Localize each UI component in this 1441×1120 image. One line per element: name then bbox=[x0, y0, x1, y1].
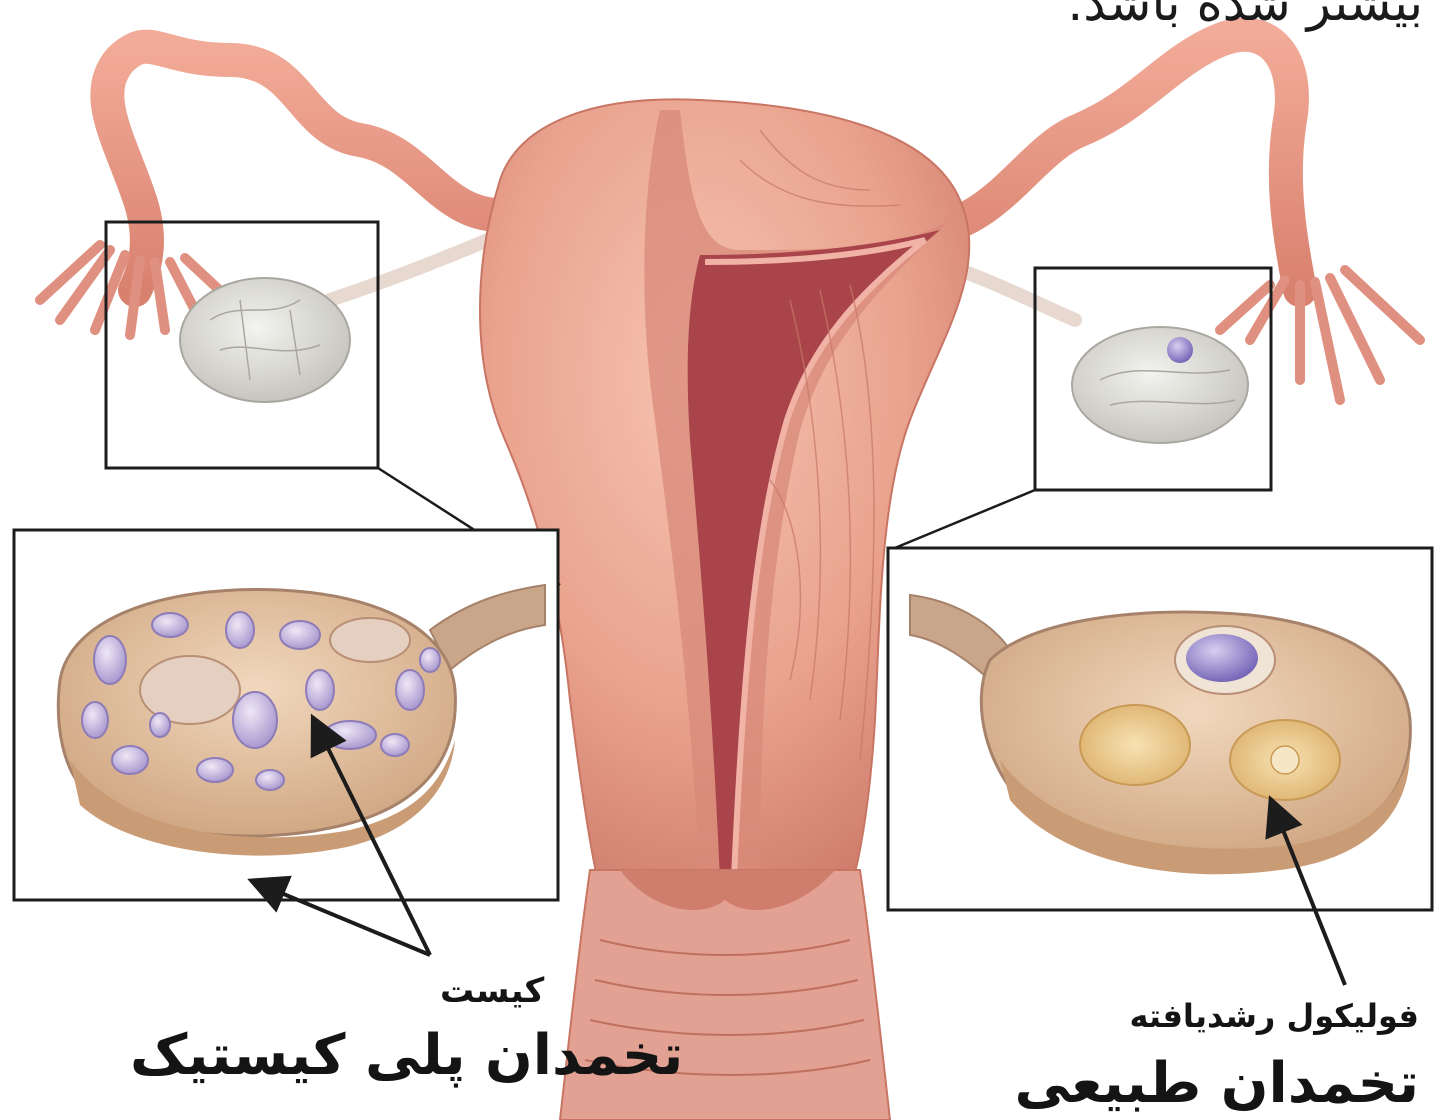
left-ovarian-ligament bbox=[330, 235, 500, 300]
right-zoom-connector bbox=[890, 490, 1035, 550]
cyst-label: کیست bbox=[440, 974, 544, 1008]
polycystic-ovary-label: تخمدان پلی کیستیک bbox=[130, 1028, 683, 1084]
right-ovarian-ligament bbox=[960, 270, 1075, 320]
mature-follicle-label: فولیکول رشدیافته bbox=[1130, 1000, 1420, 1032]
left-ovary-small bbox=[180, 278, 350, 402]
mature-follicle-egg-core bbox=[1186, 634, 1258, 682]
top-caption-text: بیشتر شده باشد. bbox=[1067, 0, 1423, 28]
normal-ovary-label: تخمدان طبیعی bbox=[1015, 1056, 1420, 1112]
right-fimbriae bbox=[1220, 270, 1420, 400]
right-ovary-small-egg bbox=[1167, 337, 1193, 363]
right-fallopian-tube bbox=[930, 35, 1300, 290]
right-ovary-small bbox=[1072, 327, 1248, 443]
